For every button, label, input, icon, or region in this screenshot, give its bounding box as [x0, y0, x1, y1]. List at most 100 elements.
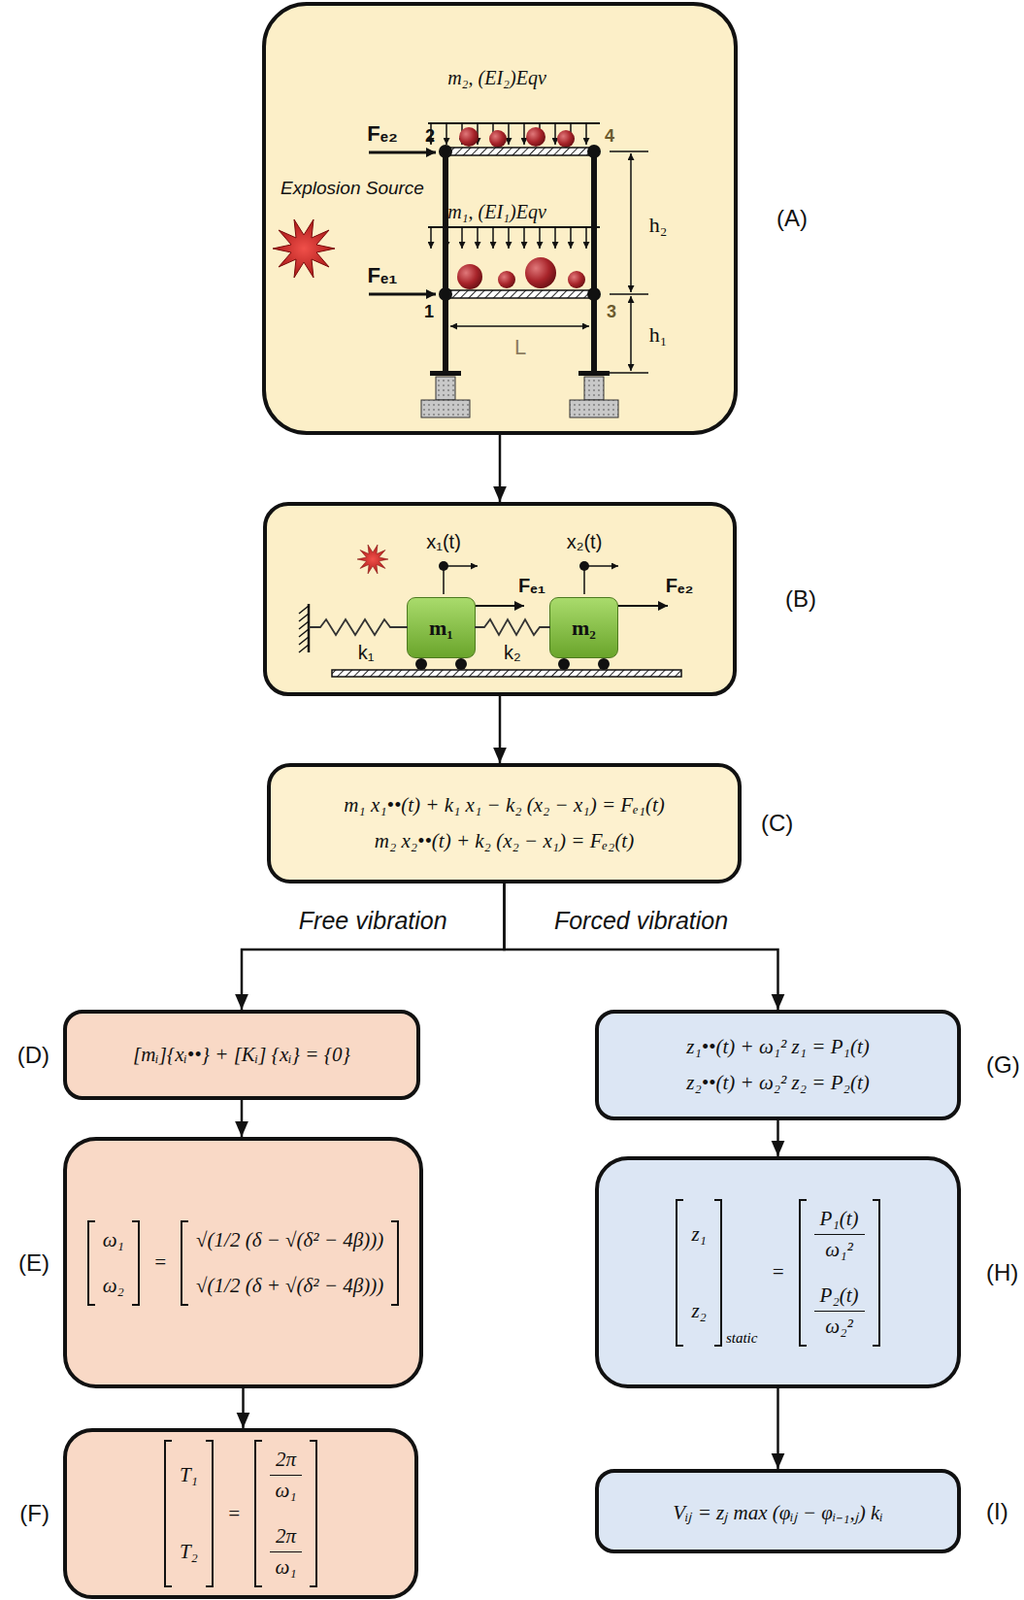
- matrix-entry: z₁: [691, 1222, 706, 1247]
- box-outline: [263, 501, 737, 696]
- connector: [776, 1120, 780, 1157]
- edge-label: Forced vibration: [550, 906, 732, 935]
- panel-letter: (C): [760, 809, 793, 837]
- edge-label: Free vibration: [295, 906, 452, 935]
- source-label: Explosion Source: [280, 177, 425, 199]
- matrix-bracket: [872, 1198, 881, 1347]
- equation-box: (C)m₁ x₁••(t) + k₁ x₁ − k₂ (x₂ − x₁) = F…: [266, 762, 742, 884]
- fraction-denominator: ω₂²: [825, 1311, 853, 1339]
- fraction-numerator: P₁(t): [814, 1206, 865, 1235]
- displacement-label: x₂(t): [566, 530, 603, 554]
- connector: [241, 1387, 245, 1428]
- matrix-bracket: [391, 1220, 399, 1306]
- connector: [776, 1387, 780, 1469]
- equation: m₂ x₂••(t) + k₂ (x₂ − x₁) = Fₑ₂(t): [374, 828, 634, 854]
- equation: z₂••(t) + ω₂² z₂ = P₂(t): [686, 1070, 869, 1095]
- equals-sign: =: [770, 1259, 785, 1285]
- matrix-bracket: [254, 1439, 263, 1587]
- equation-box: (D)[mᵢ]{xᵢ••} + [Kᵢ] {xᵢ} = {0}: [63, 1009, 421, 1100]
- force-label: Fₑ₂: [665, 574, 694, 597]
- matrix-bracket: [87, 1220, 96, 1306]
- matrix-bracket: [180, 1220, 189, 1306]
- matrix-bracket: [798, 1198, 807, 1347]
- box-body: [mᵢ]{xᵢ••} + [Kᵢ] {xᵢ} = {0}: [115, 1030, 368, 1079]
- displacement-label: x₁(t): [426, 530, 462, 554]
- matrix-box: (E)ω₁ω₂=√(1/2 (δ − √(δ² − 4β)))√(1/2 (δ …: [63, 1136, 424, 1388]
- force-label: Fₑ₂: [366, 121, 398, 147]
- connector: [241, 883, 505, 1010]
- force-label: Fₑ₁: [367, 263, 398, 289]
- connector: [504, 883, 779, 1010]
- equation-box: (G)z₁••(t) + ω₁² z₁ = P₁(t)z₂••(t) + ω₂²…: [594, 1009, 961, 1121]
- joint-number: 1: [424, 301, 434, 323]
- fraction-numerator: 2π: [269, 1523, 302, 1553]
- matrix-bracket: [132, 1220, 140, 1306]
- matrix-column: 2πω₁2πω₁: [254, 1439, 318, 1587]
- matrix-bracket: [164, 1439, 172, 1587]
- box-body: T₁T₂=2πω₁2πω₁: [146, 1427, 335, 1599]
- matrix-column: ω₁ω₂: [87, 1220, 140, 1306]
- connector: [498, 434, 502, 502]
- matrix-entry: ω₂: [102, 1273, 125, 1298]
- fraction-numerator: P₂(t): [814, 1283, 865, 1312]
- matrix-entry: √(1/2 (δ + √(δ² − 4β))): [196, 1273, 384, 1298]
- subscript: static: [726, 1329, 759, 1347]
- fraction: P₂(t)ω₂²: [814, 1283, 865, 1339]
- panel-letter: (B): [785, 585, 817, 613]
- connector: [240, 1099, 244, 1137]
- box-body: m₁ x₁••(t) + k₁ x₁ − k₂ (x₂ − x₁) = Fₑ₁(…: [326, 781, 683, 865]
- mass-block: m₂: [549, 596, 619, 659]
- joint-number: 2: [425, 126, 435, 147]
- force-label: Fₑ₁: [518, 574, 546, 597]
- model-panel: (B)m₁m₂: [263, 501, 737, 696]
- spring-label: k₁: [358, 641, 375, 664]
- fraction: 2πω₁: [269, 1523, 302, 1580]
- member-property: m₂, (EI₂)Eqv: [447, 66, 547, 90]
- box-body: ω₁ω₂ = √(1/2 (δ − √(δ² − 4β))) √(1/2 (δ + √…: [69, 1208, 418, 1318]
- equation: [mᵢ]{xᵢ••} + [Kᵢ] {xᵢ} = {0}: [132, 1042, 351, 1067]
- spring-label: k₂: [503, 641, 522, 664]
- equation: z₁••(t) + ω₁² z₁ = P₁(t): [686, 1034, 869, 1059]
- equals-sign: =: [153, 1250, 167, 1275]
- matrix-column: √(1/2 (δ − √(δ² − 4β))) √(1/2 (δ + √(δ² −…: [180, 1220, 399, 1306]
- equals-sign: =: [227, 1501, 241, 1526]
- mass-label: m₂: [571, 615, 596, 641]
- panel-letter: (E): [18, 1249, 50, 1277]
- matrix-entry: z₂: [691, 1298, 706, 1323]
- matrix-bracket: [675, 1198, 684, 1347]
- equation: m₁ x₁••(t) + k₁ x₁ − k₂ (x₂ − x₁) = Fₑ₁(…: [343, 792, 665, 818]
- dimension-label: h₂: [649, 212, 668, 238]
- matrix-bracket: [309, 1439, 318, 1587]
- panel-letter: (A): [776, 204, 808, 232]
- dimension-label: h₁: [649, 322, 668, 348]
- matrix-row: T₁T₂=2πω₁2πω₁: [164, 1439, 318, 1587]
- fraction-denominator: ω₁: [275, 1552, 298, 1580]
- panel-letter: (H): [986, 1258, 1019, 1287]
- matrix-bracket: [205, 1439, 214, 1587]
- fraction-denominator: ω₁²: [825, 1234, 853, 1262]
- matrix-row: ω₁ω₂ = √(1/2 (δ − √(δ² − 4β))) √(1/2 (δ + √…: [87, 1220, 400, 1306]
- member-property: m₁, (EI₁)Eqv: [447, 200, 547, 224]
- matrix-entry: √(1/2 (δ − √(δ² − 4β))): [196, 1227, 384, 1253]
- joint-number: 4: [604, 126, 615, 147]
- matrix-column: T₁T₂: [164, 1439, 214, 1587]
- connector: [498, 695, 502, 763]
- box-outline: [63, 1136, 424, 1388]
- mass-label: m₁: [429, 615, 454, 641]
- box-body: Vᵢⱼ = zⱼ max (φᵢⱼ − φᵢ₋₁,ⱼ) kᵢ: [655, 1486, 900, 1537]
- fraction-numerator: 2π: [269, 1447, 302, 1476]
- matrix-box: (F)T₁T₂=2πω₁2πω₁: [63, 1427, 419, 1599]
- matrix-column: z₁ z₂: [675, 1198, 722, 1347]
- panel-letter: (F): [19, 1499, 50, 1527]
- matrix-column: P₁(t)ω₁² P₂(t)ω₂²: [798, 1198, 881, 1347]
- fraction-denominator: ω₁: [275, 1475, 298, 1503]
- box-outline: [594, 1009, 961, 1121]
- box-body: m₁: [411, 603, 471, 653]
- matrix-box: (H)z₁z₂static=P₁(t)ω₁²P₂(t)ω₂²: [594, 1156, 961, 1388]
- panel-letter: (G): [986, 1051, 1021, 1079]
- box-body: m₂: [554, 603, 614, 653]
- matrix-row: z₁ z₂ static = P₁(t)ω₁² P₂(t)ω₂²: [675, 1198, 880, 1347]
- matrix-bracket: [714, 1198, 723, 1347]
- joint-number: 3: [606, 301, 617, 323]
- equation: Vᵢⱼ = zⱼ max (φᵢⱼ − φᵢ₋₁,ⱼ) kᵢ: [672, 1497, 883, 1525]
